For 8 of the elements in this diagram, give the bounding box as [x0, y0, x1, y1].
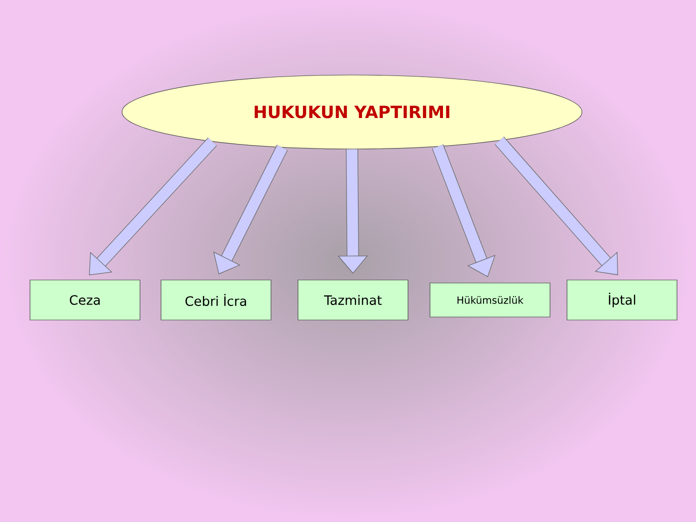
block-arrow [213, 144, 288, 274]
category-box: Ceza [30, 280, 140, 320]
category-box: Tazminat [298, 280, 408, 320]
category-box: Cebri İcra [160, 280, 272, 320]
category-box: Hükümsüzlük [430, 282, 550, 318]
category-box: İptal [566, 280, 678, 320]
block-arrow [494, 136, 618, 276]
block-arrow [89, 138, 217, 276]
